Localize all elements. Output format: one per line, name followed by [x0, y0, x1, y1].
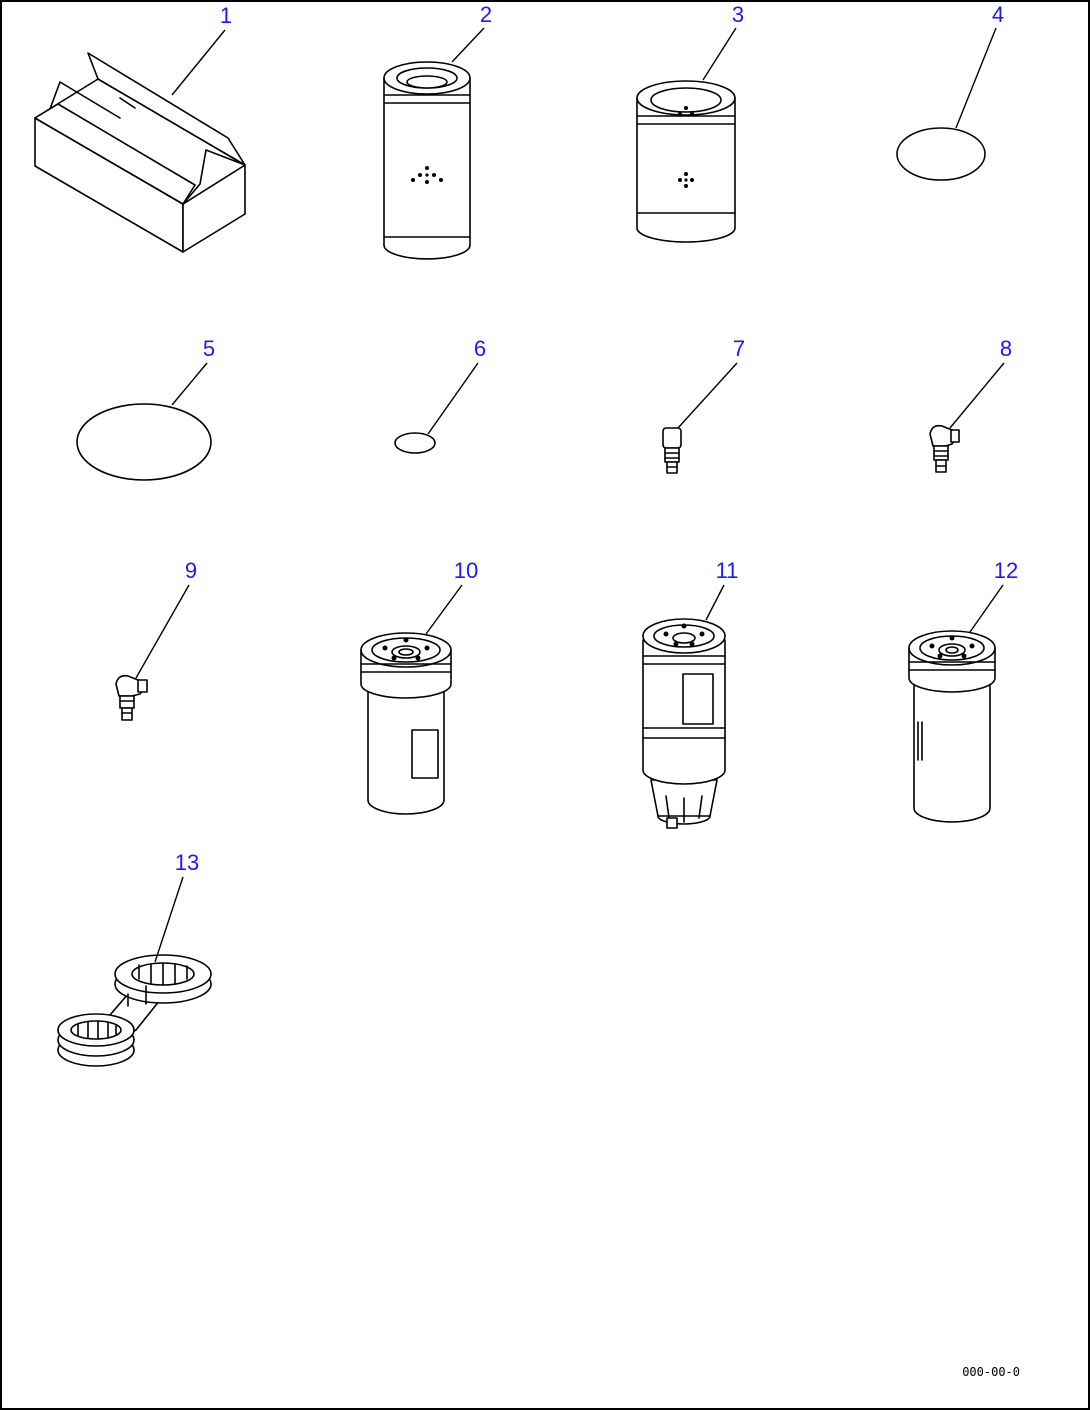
part-2[interactable]: 2 [383, 2, 492, 260]
straight-fitting-icon [662, 427, 682, 474]
leader-line-9 [135, 584, 190, 679]
elbow-fitting-icon [115, 674, 148, 721]
callout-13: 13 [175, 850, 199, 875]
callout-7: 7 [733, 336, 745, 361]
drawing-code: 000-00-0 [962, 1365, 1020, 1379]
elbow-fitting-icon [929, 424, 960, 473]
part-11[interactable]: 11 [642, 558, 739, 829]
leader-line-12 [969, 584, 1004, 633]
part-3[interactable]: 3 [636, 2, 744, 243]
part-10[interactable]: 10 [360, 558, 478, 815]
filter-wrench-icon [57, 954, 212, 1067]
short-cartridge-filter-icon [636, 80, 736, 243]
callout-8: 8 [1000, 336, 1012, 361]
tall-cartridge-filter-icon [383, 61, 471, 260]
leader-line-13 [154, 876, 184, 963]
leader-line-3 [702, 27, 737, 81]
leader-line-8 [949, 362, 1005, 429]
part-1[interactable]: 1 [34, 3, 246, 253]
part-12[interactable]: 12 [908, 558, 1018, 823]
leader-line-10 [425, 584, 463, 635]
spin-on-filter-icon [360, 632, 452, 815]
small-o-ring-icon [896, 127, 986, 181]
leader-line-1 [171, 29, 226, 96]
leader-line-2 [451, 27, 485, 63]
callout-2: 2 [480, 2, 492, 27]
fuel-water-separator-icon [642, 618, 726, 829]
callout-4: 4 [992, 2, 1004, 27]
spin-on-filter-icon [908, 630, 996, 823]
part-6[interactable]: 6 [394, 336, 486, 454]
callout-3: 3 [732, 2, 744, 27]
leader-line-7 [677, 362, 738, 429]
callout-6: 6 [474, 336, 486, 361]
callout-11: 11 [716, 558, 739, 583]
part-13[interactable]: 13 [57, 850, 212, 1067]
part-9[interactable]: 9 [115, 558, 197, 721]
leader-line-6 [427, 362, 479, 435]
part-5[interactable]: 5 [76, 336, 215, 481]
callout-12: 12 [994, 558, 1018, 583]
part-8[interactable]: 8 [929, 336, 1012, 473]
carton-box-icon [34, 52, 246, 253]
callout-5: 5 [203, 336, 215, 361]
callout-10: 10 [454, 558, 478, 583]
leader-line-5 [171, 362, 208, 406]
callout-1: 1 [220, 3, 232, 28]
large-o-ring-icon [76, 403, 212, 481]
leader-line-11 [705, 584, 725, 621]
leader-line-4 [955, 27, 997, 129]
part-4[interactable]: 4 [896, 2, 1004, 181]
part-7[interactable]: 7 [662, 336, 745, 474]
callout-9: 9 [185, 558, 197, 583]
tiny-o-ring-icon [394, 432, 436, 454]
